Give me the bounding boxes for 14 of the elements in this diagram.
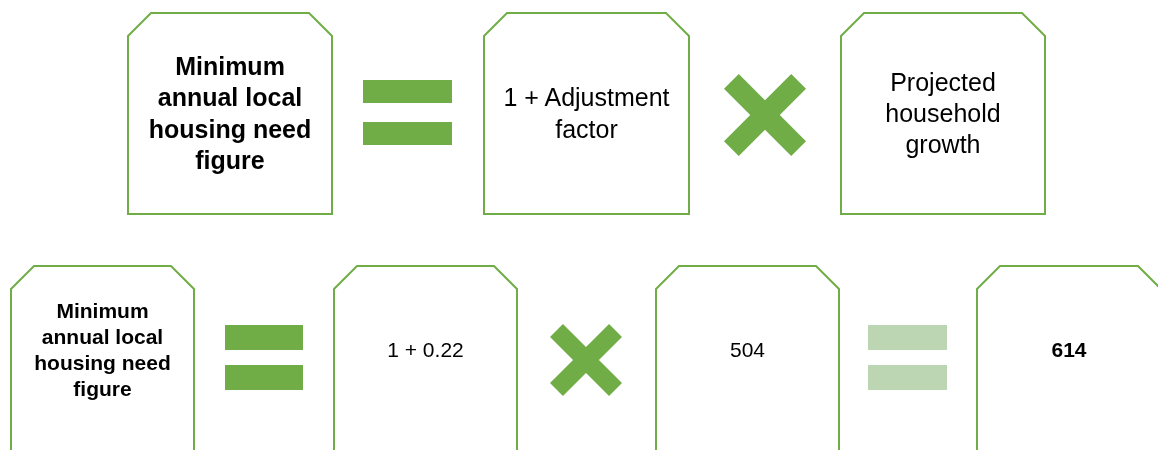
box-text: 504: [729, 336, 765, 363]
box-text: 1 + Adjustment factor: [502, 82, 671, 145]
snipped-corner-box: [483, 12, 690, 215]
box-text: Projected household growth: [884, 66, 1002, 161]
snipped-corner-box: [655, 265, 840, 450]
snipped-corner-box: [127, 12, 333, 215]
box-text: 614: [1051, 336, 1087, 363]
box-text: Minimum annual local housing need figure: [33, 297, 172, 403]
snipped-corner-box: [976, 265, 1158, 450]
snipped-corner-box: [333, 265, 518, 450]
box-text: 1 + 0.22: [387, 336, 464, 363]
snipped-corner-box: [840, 12, 1046, 215]
snipped-corner-box: [10, 265, 195, 450]
box-text: Minimum annual local housing need figure: [147, 51, 313, 176]
